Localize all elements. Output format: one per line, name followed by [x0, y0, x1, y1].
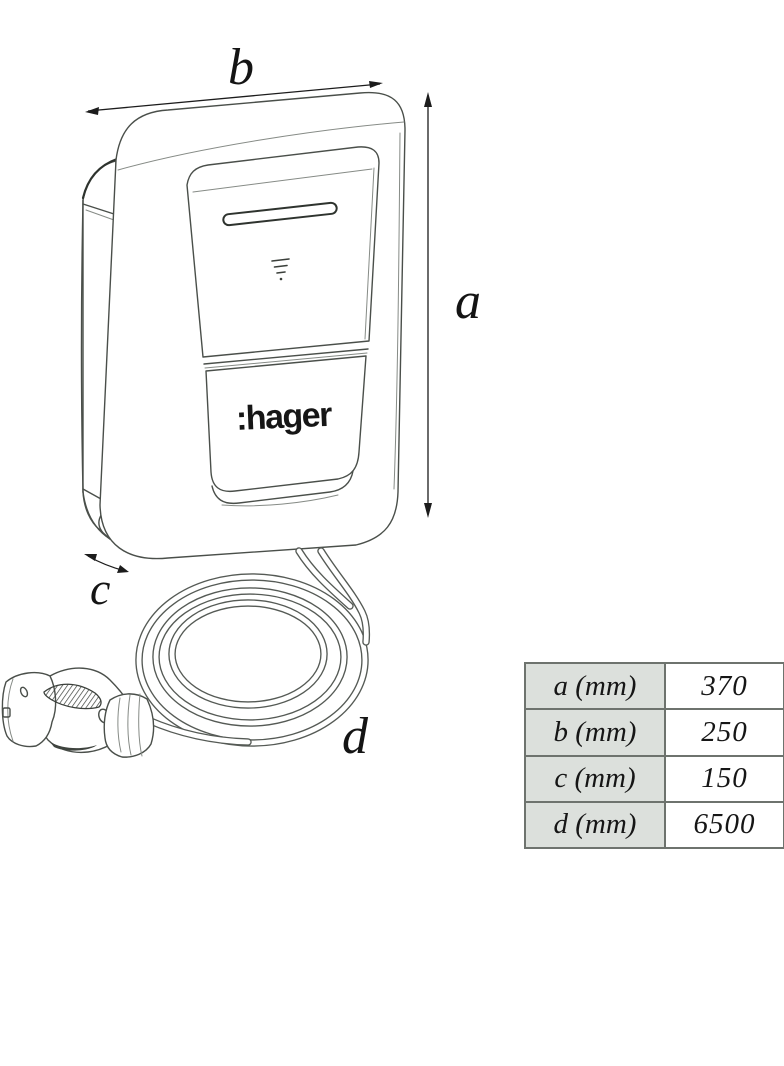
- dimension-arrow-a: [424, 92, 432, 518]
- table-row: c (mm) 150: [524, 754, 784, 803]
- dimension-label-d: d: [342, 708, 369, 765]
- dimension-annotations: b a c d: [84, 39, 481, 765]
- dimensions-table: a (mm) 370 b (mm) 250 c (mm) 150 d (mm) …: [524, 661, 784, 850]
- table-row: a (mm) 370: [524, 661, 784, 711]
- dimension-arrow-c: [84, 554, 129, 573]
- dimension-value-cell: 6500: [664, 800, 784, 850]
- brand-logo: :hager: [235, 396, 333, 438]
- dimension-name-cell: c (mm): [524, 754, 666, 803]
- device-door-seam: [203, 348, 369, 369]
- dimension-label-b: b: [228, 39, 254, 96]
- device-door-upper: [186, 146, 380, 358]
- dimension-value-cell: 370: [664, 661, 784, 711]
- dimension-label-c: c: [90, 563, 110, 614]
- table-row: b (mm) 250: [524, 708, 784, 757]
- dimension-value-cell: 150: [664, 754, 784, 803]
- dimension-name-cell: d (mm): [524, 800, 666, 850]
- dimension-name-cell: b (mm): [524, 708, 666, 757]
- dimension-name-cell: a (mm): [524, 661, 666, 711]
- device-door-lower: [205, 355, 367, 507]
- dimension-value-cell: 250: [664, 708, 784, 757]
- charging-plug: [1, 667, 155, 758]
- table-row: d (mm) 6500: [524, 800, 784, 850]
- led-status-slot: [222, 201, 338, 227]
- dimension-label-a: a: [455, 273, 481, 330]
- wallbox-device: :hager: [80, 91, 406, 560]
- rfid-icon: [271, 258, 290, 281]
- charging-cable-coil: [135, 547, 371, 747]
- dimension-arrow-b: [85, 81, 383, 115]
